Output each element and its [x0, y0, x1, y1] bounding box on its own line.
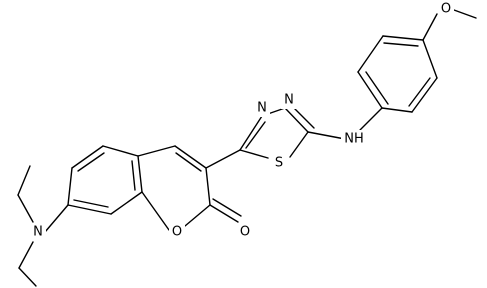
bond	[357, 71, 383, 109]
atom-n-thiadiazole-b: N	[284, 93, 294, 108]
bond	[307, 131, 346, 140]
bond	[110, 191, 143, 215]
atom-labels: N O O S N N NH O	[30, 0, 454, 241]
bond	[184, 204, 211, 227]
bond	[67, 204, 112, 215]
bond	[174, 145, 207, 169]
atom-n-diethyl: N	[33, 225, 43, 240]
bond	[17, 165, 31, 196]
atom-s-thiadiazole: S	[275, 156, 283, 171]
bond	[382, 35, 424, 41]
bond	[365, 71, 389, 105]
bond	[408, 77, 431, 107]
label-backdrop	[254, 99, 270, 117]
thiadiazole-ring	[239, 105, 315, 159]
atom-n-thiadiazole-a: N	[257, 101, 267, 116]
bond	[71, 145, 104, 169]
bond	[205, 167, 211, 206]
label-backdrop	[169, 223, 185, 241]
label-backdrop	[237, 223, 253, 241]
label-backdrop	[281, 91, 297, 109]
bond	[175, 152, 202, 172]
bond	[381, 107, 413, 113]
label-backdrop	[272, 154, 286, 172]
bond	[453, 9, 477, 19]
bond	[18, 267, 37, 287]
bond	[205, 149, 241, 169]
bond	[18, 241, 34, 269]
bond	[245, 121, 266, 149]
methoxyphenyl-ring	[357, 35, 438, 113]
coumarin-benzo-ring	[67, 145, 143, 215]
bond	[239, 115, 263, 151]
atom-o-methoxy: O	[441, 2, 451, 17]
bond	[77, 152, 105, 172]
label-backdrop	[30, 223, 46, 241]
bond	[67, 167, 73, 206]
bond	[137, 145, 176, 157]
bond	[73, 199, 109, 208]
atom-o-carbonyl: O	[240, 225, 250, 240]
atom-o-ring: O	[172, 225, 182, 240]
bond	[289, 131, 309, 158]
bond	[131, 160, 136, 191]
label-backdrop	[341, 130, 367, 148]
bond	[102, 145, 139, 157]
bond	[141, 191, 170, 231]
bond	[44, 204, 69, 233]
bond	[17, 194, 34, 223]
bond	[284, 107, 309, 133]
ethyl-groups	[17, 165, 69, 287]
coumarin-pyrone-ring	[137, 145, 242, 231]
atom-nh-amine: NH	[344, 132, 364, 147]
bond	[383, 42, 419, 47]
bond	[137, 155, 143, 193]
bond	[411, 77, 438, 113]
bond	[209, 204, 239, 223]
bond	[357, 35, 384, 73]
bond	[359, 107, 383, 131]
bond	[291, 105, 315, 129]
label-backdrop	[438, 0, 454, 18]
bond	[422, 13, 438, 41]
bond	[422, 39, 438, 79]
bond	[212, 198, 242, 217]
bond	[239, 149, 269, 159]
